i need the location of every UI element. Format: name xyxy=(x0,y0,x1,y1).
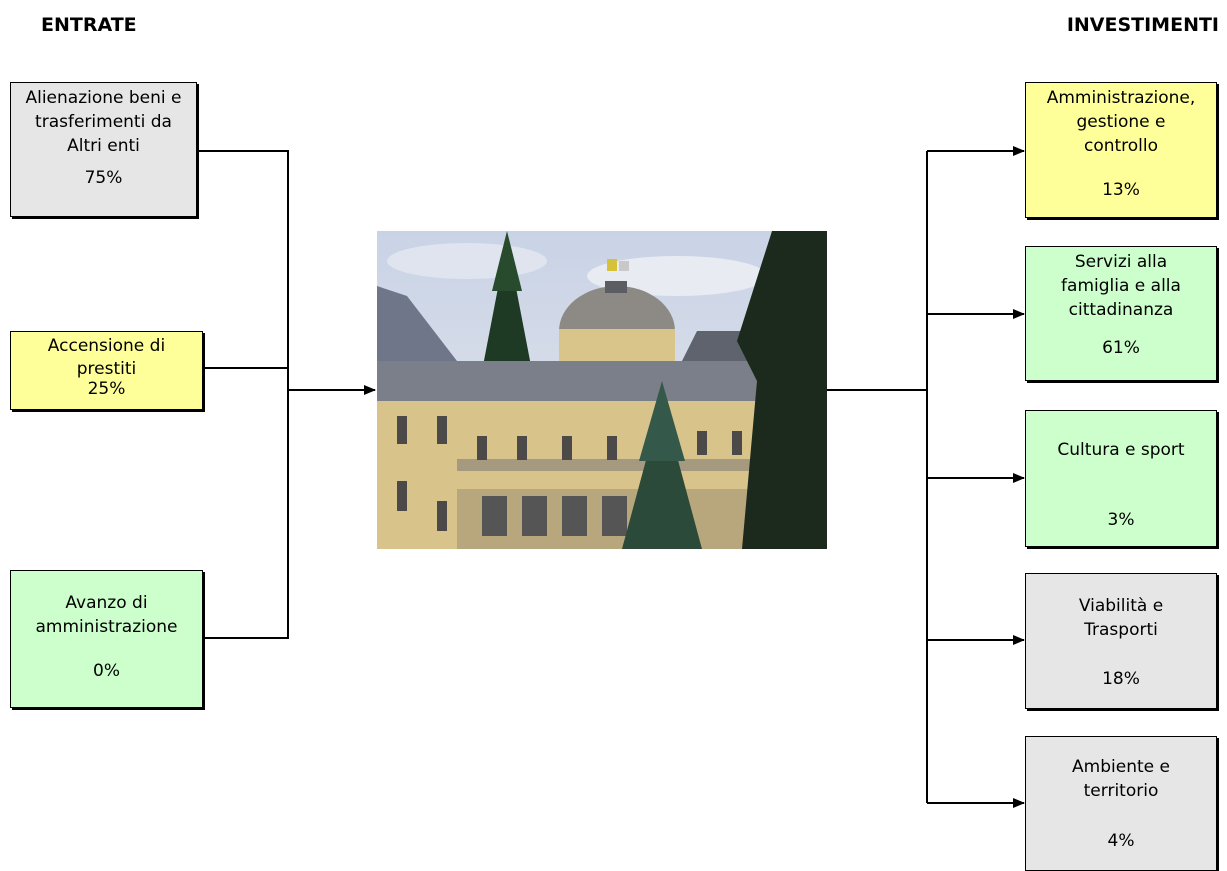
connector-entrata-3 xyxy=(203,390,288,638)
entrata-label: Alienazione beni e trasferimenti da Altr… xyxy=(11,86,196,158)
investimento-label: Servizi alla famiglia e alla cittadinanz… xyxy=(1026,250,1216,322)
investimento-label: Amministrazione, gestione e controllo xyxy=(1026,86,1216,158)
entrata-box-alienazione: Alienazione beni e trasferimenti da Altr… xyxy=(10,82,197,217)
building-photo xyxy=(377,231,827,549)
entrata-box-avanzo: Avanzo di amministrazione 0% xyxy=(10,570,203,708)
investimento-percent: 61% xyxy=(1026,336,1216,360)
investimento-box-amministrazione: Amministrazione, gestione e controllo 13… xyxy=(1025,82,1217,218)
investimento-label: Ambiente e territorio xyxy=(1026,755,1216,803)
entrata-percent: 25% xyxy=(11,378,202,401)
investimento-box-ambiente: Ambiente e territorio 4% xyxy=(1025,736,1217,871)
investimento-percent: 4% xyxy=(1026,829,1216,853)
investimento-label: Cultura e sport xyxy=(1026,438,1216,462)
investimento-box-cultura: Cultura e sport 3% xyxy=(1025,410,1217,547)
connector-entrata-1 xyxy=(197,151,288,390)
entrata-percent: 75% xyxy=(11,166,196,190)
investimento-percent: 13% xyxy=(1026,178,1216,202)
entrata-box-prestiti: Accensione di prestiti 25% xyxy=(10,331,203,410)
entrata-label: Avanzo di amministrazione xyxy=(11,591,202,639)
entrata-percent: 0% xyxy=(11,659,202,683)
investimento-percent: 18% xyxy=(1026,667,1216,691)
investimento-box-viabilita: Viabilità e Trasporti 18% xyxy=(1025,573,1217,709)
investimento-percent: 3% xyxy=(1026,508,1216,532)
entrata-label: Accensione di prestiti xyxy=(11,335,202,381)
investimento-label: Viabilità e Trasporti xyxy=(1026,594,1216,642)
investimento-box-servizi: Servizi alla famiglia e alla cittadinanz… xyxy=(1025,246,1217,381)
